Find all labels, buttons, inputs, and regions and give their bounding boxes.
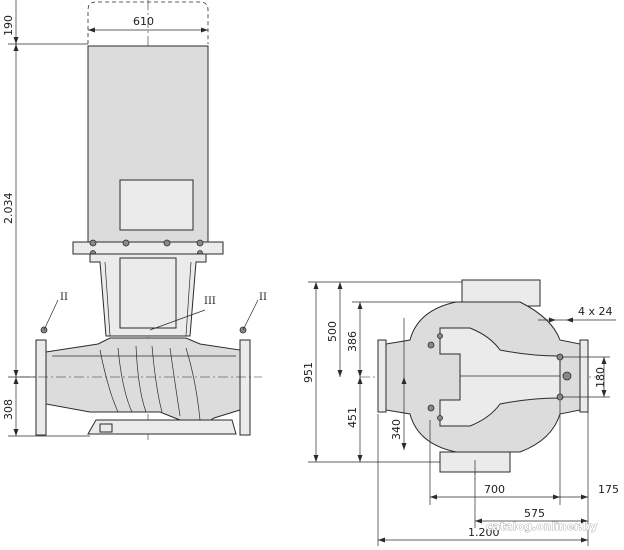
dim-overall-height: 2.034: [2, 193, 15, 225]
dim-951: 951: [302, 362, 315, 383]
terminal-box: [119, 179, 194, 231]
plan-outlet-flange: [579, 339, 589, 413]
dim-451: 451: [346, 407, 359, 428]
pump-casing: [45, 337, 241, 424]
section-label-left: II: [60, 292, 68, 303]
dim-500: 500: [326, 321, 339, 342]
dim-flange-height: 308: [2, 399, 15, 420]
dim-holes: 4 x 24: [578, 305, 613, 318]
section-markers: II II III: [43, 292, 267, 331]
side-view-dimensions: 610 190 2.034 308: [2, 0, 208, 437]
plan-bolts: [427, 333, 572, 421]
dim-575: 575: [524, 507, 545, 520]
pump-base: [87, 419, 237, 435]
plan-inlet-flange: [377, 339, 387, 413]
outlet-flange: [239, 339, 251, 436]
dim-175: 175: [598, 483, 619, 496]
side-view: II II III 610 190 2.034 308: [2, 0, 267, 440]
inlet-flange: [35, 339, 47, 436]
dim-386: 386: [346, 331, 359, 352]
section-label-right: II: [259, 292, 267, 303]
section-label-mid: III: [204, 296, 216, 307]
watermark: catalog.onliner.by: [486, 520, 597, 533]
plan-view: 951 500 386 451 340: [302, 279, 619, 546]
plan-view-dimensions: 951 500 386 451 340: [302, 281, 619, 546]
dim-700: 700: [484, 483, 505, 496]
dim-180: 180: [594, 367, 607, 388]
dim-motor-top: 190: [2, 15, 15, 36]
dim-motor-width: 610: [133, 15, 154, 28]
dim-1200: 1.200: [468, 526, 500, 539]
dim-340: 340: [390, 419, 403, 440]
